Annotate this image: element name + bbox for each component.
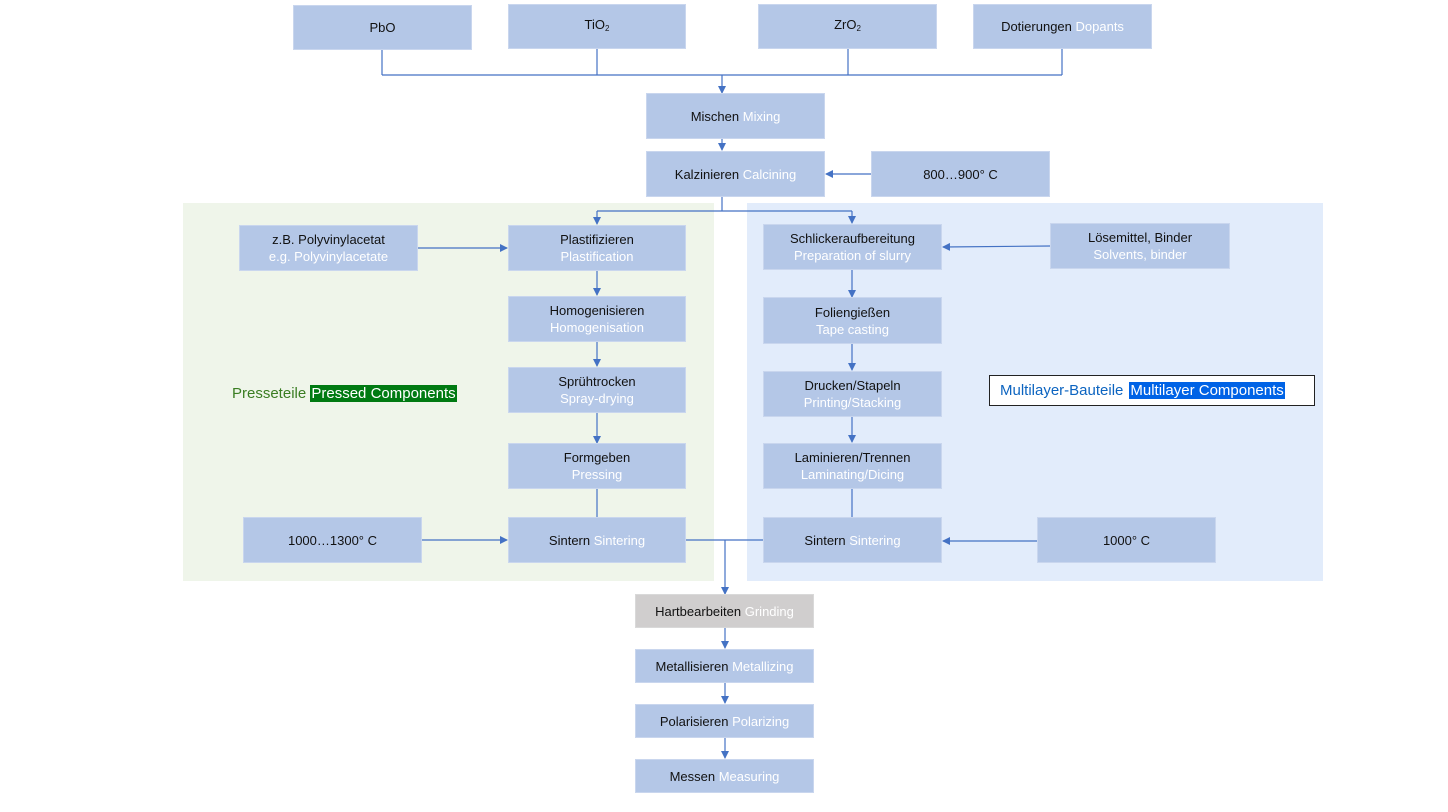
polarizing-label: Polarisieren Polarizing [659, 713, 790, 729]
laminating-dicing-label-de: Laminieren/Trennen [794, 450, 911, 465]
pbo-box: PbO [293, 5, 472, 50]
pbo-label: PbO [369, 20, 396, 35]
dopants-label: Dotierungen Dopants [1001, 19, 1124, 34]
tape-casting-box: Foliengießen Tape casting [763, 297, 942, 344]
plastification-label-en: Plastification [560, 249, 634, 264]
homogenisation-box: Homogenisieren Homogenisation [508, 296, 686, 342]
plastification-box: Plastifizieren Plastification [508, 225, 686, 271]
multilayer-sinter-temperature-label: 1000° C [1102, 532, 1151, 548]
pressing-label-en: Pressing [571, 467, 623, 482]
pressed-sintering-box: Sintern Sintering [508, 517, 686, 563]
pressed-components-title: Presseteile Pressed Components [232, 385, 457, 402]
tio2-box: TiO2 [508, 4, 686, 49]
measuring-box: Messen Measuring [635, 759, 814, 793]
calcining-label: Kalzinieren Calcining [674, 166, 797, 182]
laminating-dicing-label-en: Laminating/Dicing [800, 467, 905, 482]
homogenisation-label-en: Homogenisation [550, 320, 644, 335]
additive-label-en: e.g. Polyvinylacetate [268, 249, 389, 264]
tape-casting-label-de: Foliengießen [814, 304, 891, 320]
pressing-label-de: Formgeben [563, 450, 631, 465]
printing-stacking-box: Drucken/Stapeln Printing/Stacking [763, 371, 942, 417]
slurry-box: Schlickeraufbereitung Preparation of slu… [763, 224, 942, 270]
slurry-label-en: Preparation of slurry [793, 248, 912, 263]
measuring-label: Messen Measuring [669, 768, 780, 784]
metallizing-box: Metallisieren Metallizing [635, 649, 814, 683]
printing-stacking-label-de: Drucken/Stapeln [804, 378, 901, 393]
multilayer-sinter-temperature-box: 1000° C [1037, 517, 1216, 563]
tape-casting-label-en: Tape casting [816, 321, 889, 337]
multilayer-sintering-box: Sintern Sintering [763, 517, 942, 563]
homogenisation-label-de: Homogenisieren [549, 303, 645, 318]
mixing-box: Mischen Mixing [646, 93, 825, 139]
calcining-temperature-label: 800…900° C [923, 166, 998, 182]
zro2-label: ZrO2 [834, 17, 861, 33]
solvents-label-en: Solvents, binder [1093, 247, 1187, 262]
pressed-sinter-temperature-label: 1000…1300° C [287, 532, 378, 548]
zro2-box: ZrO2 [758, 4, 937, 49]
pressing-box: Formgeben Pressing [508, 443, 686, 489]
dopants-box: Dotierungen Dopants [973, 4, 1152, 49]
additive-box: z.B. Polyvinylacetat e.g. Polyvinylaceta… [239, 225, 418, 271]
plastification-label-de: Plastifizieren [560, 232, 634, 247]
metallizing-label: Metallisieren Metallizing [655, 658, 794, 674]
additive-label-de: z.B. Polyvinylacetat [272, 232, 385, 247]
polarizing-box: Polarisieren Polarizing [635, 704, 814, 738]
tio2-label: TiO2 [584, 17, 610, 33]
printing-stacking-label-en: Printing/Stacking [803, 395, 902, 410]
solvents-label-de: Lösemittel, Binder [1087, 230, 1193, 245]
laminating-dicing-box: Laminieren/Trennen Laminating/Dicing [763, 443, 942, 489]
grinding-box: Hartbearbeiten Grinding [635, 594, 814, 628]
calcining-box: Kalzinieren Calcining [646, 151, 825, 197]
calcining-temperature-box: 800…900° C [871, 151, 1050, 197]
spray-drying-label-de: Sprühtrocken [558, 374, 636, 389]
pressed-sinter-temperature-box: 1000…1300° C [243, 517, 422, 563]
grinding-label: Hartbearbeiten Grinding [655, 603, 794, 619]
pressed-sintering-label: Sintern Sintering [548, 532, 646, 548]
mixing-label: Mischen Mixing [690, 108, 781, 124]
slurry-label-de: Schlickeraufbereitung [789, 231, 916, 246]
multilayer-sintering-label: Sintern Sintering [804, 532, 901, 548]
spray-drying-label-en: Spray-drying [560, 391, 634, 406]
spray-drying-box: Sprühtrocken Spray-drying [508, 367, 686, 413]
solvents-box: Lösemittel, Binder Solvents, binder [1050, 223, 1230, 269]
